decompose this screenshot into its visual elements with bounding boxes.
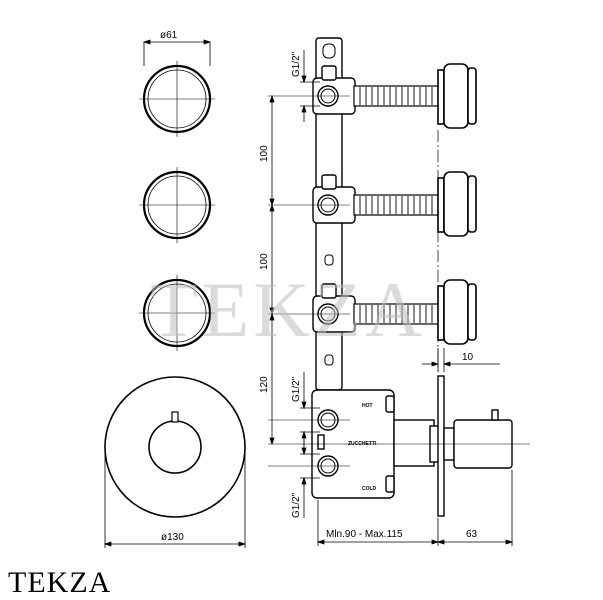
plate-diameter-dimension [103,450,247,548]
knob-front-view-middle [139,167,215,243]
thread-dimension-bottom [300,440,320,518]
plate-diameter-label: ø130 [161,532,184,543]
spacing-label-lower: 120 [259,376,270,393]
thread-label-bottom: G1/2" [291,492,302,518]
thread-dimension-top [300,50,320,122]
depth-dimension [316,470,514,546]
plate-thickness-dimension [422,348,500,372]
vertical-spacing-dimension [269,94,275,446]
knob-side-view-top [437,63,477,129]
spacing-label-middle: 100 [259,253,270,270]
watermark: TEKZA [150,266,426,353]
spacing-label-top: 100 [259,145,270,162]
depth-range-label: Mln.90 - Max.115 [326,529,403,540]
cold-label: COLD [362,486,377,492]
plate-thickness-label: 10 [462,352,474,363]
knob-diameter-dimension [142,39,212,66]
thread-ridges [359,87,433,323]
knob-side-view-middle [437,171,477,237]
knob-front-view-bottom [139,275,215,351]
knob-side-view-bottom [437,279,477,345]
knob-diameter-label: ø61 [160,30,178,41]
centerlines [268,95,530,467]
cover-plate-side-view [437,375,445,517]
thread-label-mid: G1/2" [291,376,302,402]
thermostat-handle-side-view [443,409,513,469]
cover-plate-front-view [104,376,246,518]
thread-label-top: G1/2" [291,51,302,77]
brand-logo-text: TEKZA [8,566,112,599]
hot-label: HOT [362,403,373,409]
handle-depth-label: 63 [466,529,478,540]
knob-front-view-top [139,61,215,137]
